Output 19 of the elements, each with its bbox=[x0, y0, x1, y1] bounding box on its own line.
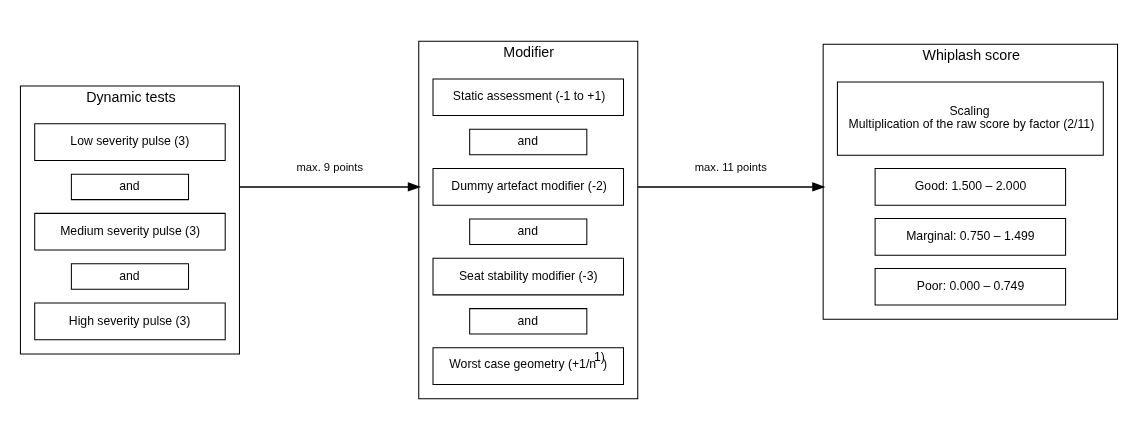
node-box: Medium severity pulse (3) bbox=[34, 212, 226, 251]
node-box: and bbox=[70, 262, 190, 290]
node-box: and bbox=[469, 128, 588, 155]
arrow bbox=[238, 181, 422, 192]
arrow bbox=[637, 181, 826, 192]
node-box: Low severity pulse (3) bbox=[34, 122, 226, 161]
node-box: Dummy artefact modifier (-2) bbox=[432, 167, 624, 206]
node-box: and bbox=[70, 173, 190, 200]
node-box: and bbox=[469, 307, 588, 335]
node-box: Marginal: 0.750 – 1.499 bbox=[874, 217, 1067, 256]
edge-label: max. 11 points bbox=[694, 160, 767, 173]
node-box: Scaling Multiplication of the raw score by factor (2/11) bbox=[836, 80, 1104, 156]
node-box: Poor: 0.000 – 0.749 bbox=[874, 267, 1067, 306]
node-box: Good: 1.500 – 2.000 bbox=[874, 167, 1067, 206]
node-box: and bbox=[469, 217, 588, 245]
node-box: Seat stability modifier (-3) bbox=[432, 257, 624, 295]
edge-label: max. 9 points bbox=[296, 160, 364, 173]
node-box: Static assessment (-1 to +1) bbox=[432, 77, 624, 116]
node-box: High severity pulse (3) bbox=[34, 302, 226, 340]
